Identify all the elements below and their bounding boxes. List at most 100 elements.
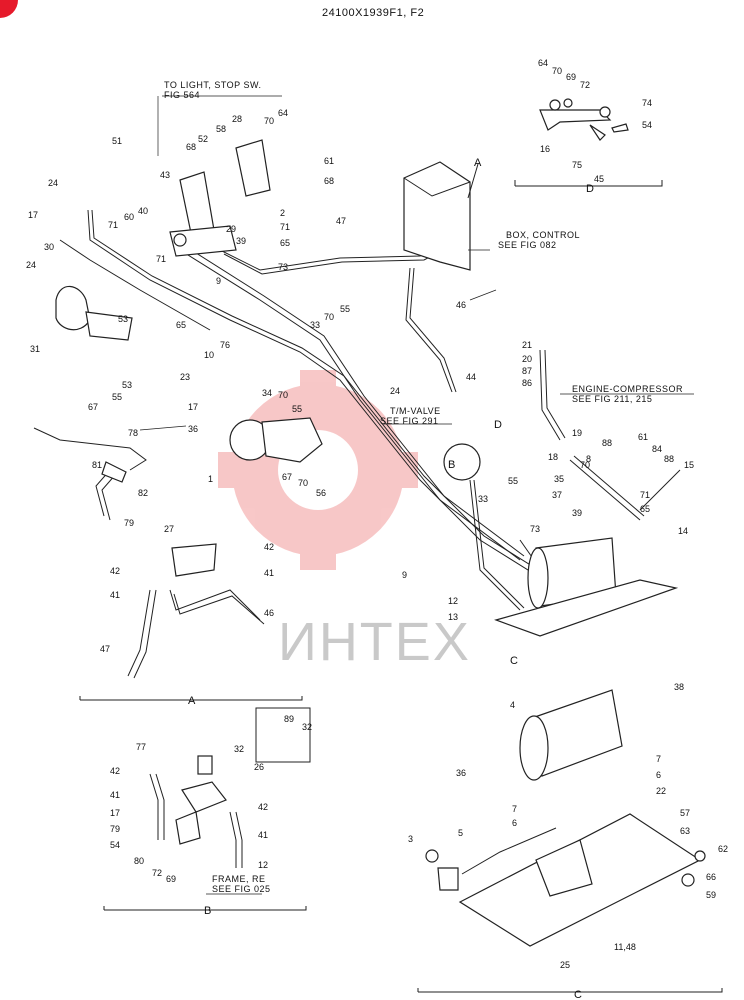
callout: 70 [278, 390, 288, 400]
callout: 70 [264, 116, 274, 126]
section-label-c: C [574, 989, 582, 1000]
callout: 73 [278, 262, 288, 272]
note-to-light: TO LIGHT, STOP SW. [164, 80, 262, 90]
callout: 59 [706, 890, 716, 900]
callout: 7 [656, 754, 661, 764]
callout: 24 [48, 178, 58, 188]
callout: 41 [258, 830, 268, 840]
callout: 70 [552, 66, 562, 76]
callout: 58 [216, 124, 226, 134]
pedal-assembly [169, 139, 271, 257]
note-fig025: SEE FIG 025 [212, 884, 271, 894]
callout: 72 [580, 80, 590, 90]
watermark-text: ИНТЕХ [278, 612, 471, 672]
callout: 70 [580, 460, 590, 470]
callout: 18 [548, 452, 558, 462]
callout: 53 [118, 314, 128, 324]
note-fig082: SEE FIG 082 [498, 240, 557, 250]
callout: 47 [100, 644, 110, 654]
callout: 44 [466, 372, 476, 382]
note-box-control: BOX, CONTROL [506, 230, 580, 240]
callout: 87 [522, 366, 532, 376]
callout: 2 [280, 208, 285, 218]
section-label-a-marker: A [474, 157, 482, 169]
leader-lines [139, 95, 694, 895]
note-fig564: FIG 564 [164, 90, 200, 100]
callout: 42 [110, 566, 120, 576]
callout: 17 [28, 210, 38, 220]
section-label-d-marker: D [494, 419, 502, 431]
corner-mark [0, 0, 18, 18]
callout: 1 [208, 474, 213, 484]
callout: 89 [284, 714, 294, 724]
callout: 23 [180, 372, 190, 382]
callout: 28 [232, 114, 242, 124]
callout: 51 [112, 136, 122, 146]
callout: 11,48 [614, 942, 636, 952]
callout: 36 [456, 768, 466, 778]
callout: 62 [718, 844, 728, 854]
callout: 56 [316, 488, 326, 498]
callout: 22 [656, 786, 666, 796]
callout: 53 [122, 380, 132, 390]
callout: 70 [298, 478, 308, 488]
section-label-d: D [586, 183, 594, 195]
callout: 42 [110, 766, 120, 776]
callout: 40 [138, 206, 148, 216]
callout: 8 [586, 454, 591, 464]
callout: 65 [176, 320, 186, 330]
callout: 65 [280, 238, 290, 248]
callout: 61 [324, 156, 334, 166]
callout: 47 [336, 216, 346, 226]
main-pipe-routing [59, 209, 681, 611]
callout: 38 [674, 682, 684, 692]
callout: 32 [302, 722, 312, 732]
callout: 12 [258, 860, 268, 870]
callout: 80 [134, 856, 144, 866]
callout: 71 [280, 222, 290, 232]
callout: 43 [160, 170, 170, 180]
callout: 24 [26, 260, 36, 270]
detail-a [79, 543, 303, 701]
callout: 10 [204, 350, 214, 360]
callout: 82 [138, 488, 148, 498]
callout: 55 [292, 404, 302, 414]
callout: 33 [310, 320, 320, 330]
callout: 33 [478, 494, 488, 504]
callout: 17 [110, 808, 120, 818]
callout: 68 [324, 176, 334, 186]
callout: 32 [234, 744, 244, 754]
box-control [403, 161, 471, 271]
callout: 60 [124, 212, 134, 222]
callout: 26 [254, 762, 264, 772]
note-fig211: SEE FIG 211, 215 [572, 394, 652, 404]
callout: 77 [136, 742, 146, 752]
note-fig291: SEE FIG 291 [380, 416, 439, 426]
callout: 84 [652, 444, 662, 454]
watermark-gear [218, 370, 418, 570]
callout: 75 [572, 160, 582, 170]
callout: 54 [110, 840, 120, 850]
callout: 3 [408, 834, 413, 844]
callout: 70 [324, 312, 334, 322]
callout: 20 [522, 354, 532, 364]
callout: 78 [128, 428, 138, 438]
callout: 57 [680, 808, 690, 818]
hose-assembly [33, 427, 147, 521]
callout: 79 [124, 518, 134, 528]
section-markers [443, 163, 481, 481]
callout-numbers: 64 70 69 72 74 54 16 75 45 51 43 52 58 2… [26, 58, 728, 970]
callout: 30 [44, 242, 54, 252]
callout: 55 [340, 304, 350, 314]
callout: 88 [664, 454, 674, 464]
callout: 9 [402, 570, 407, 580]
callout: 7 [512, 804, 517, 814]
callout: 88 [602, 438, 612, 448]
callout: 19 [572, 428, 582, 438]
callout: 52 [198, 134, 208, 144]
callout: 27 [164, 524, 174, 534]
callout: 41 [110, 590, 120, 600]
callout: 71 [108, 220, 118, 230]
callout: 36 [188, 424, 198, 434]
